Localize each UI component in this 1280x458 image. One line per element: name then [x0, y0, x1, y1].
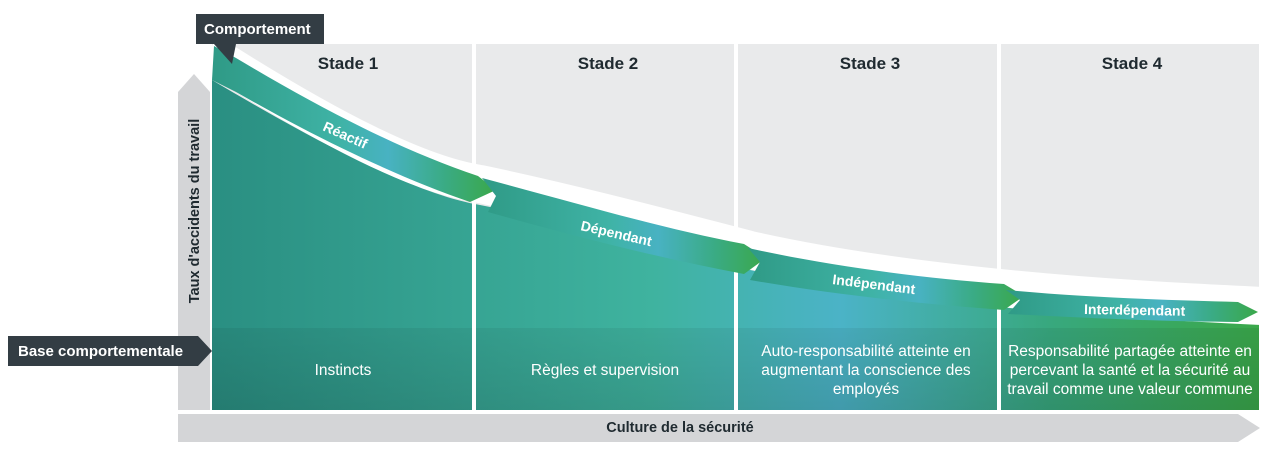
stage-2-arrow [482, 178, 766, 274]
stage-1-arrow [212, 46, 496, 202]
stage-1-title: Stade 1 [317, 54, 379, 73]
stage-4-base-text: Responsabilité partagée atteinte en perc… [1007, 342, 1253, 398]
stage-1-base-text: Instincts [314, 361, 372, 379]
stage-2-base-text: Règles et supervision [530, 361, 680, 379]
stage-4-arrow [1006, 290, 1258, 322]
stage-4-arrow-label: Interdépendant [1084, 301, 1186, 319]
baseline-tag: Base comportementale [18, 342, 184, 360]
y-axis-arrow [178, 74, 210, 410]
stage-3-arrow [748, 248, 1024, 310]
behavior-tag: Comportement [204, 20, 311, 38]
x-axis-arrow [178, 414, 1260, 442]
y-axis-label: Taux d'accidents du travail [187, 118, 203, 304]
stage-arrows [212, 46, 1258, 322]
baseline-tag-shape [8, 336, 212, 366]
stage-3-title: Stade 3 [839, 54, 901, 73]
stage-3-base-text: Auto-responsabilité atteinte en augmenta… [761, 342, 971, 398]
x-axis-label: Culture de la sécurité [606, 420, 754, 436]
stage-4-title: Stade 4 [1101, 54, 1163, 73]
stage-2-title: Stade 2 [577, 54, 639, 73]
behavior-tag-shape [196, 14, 324, 64]
